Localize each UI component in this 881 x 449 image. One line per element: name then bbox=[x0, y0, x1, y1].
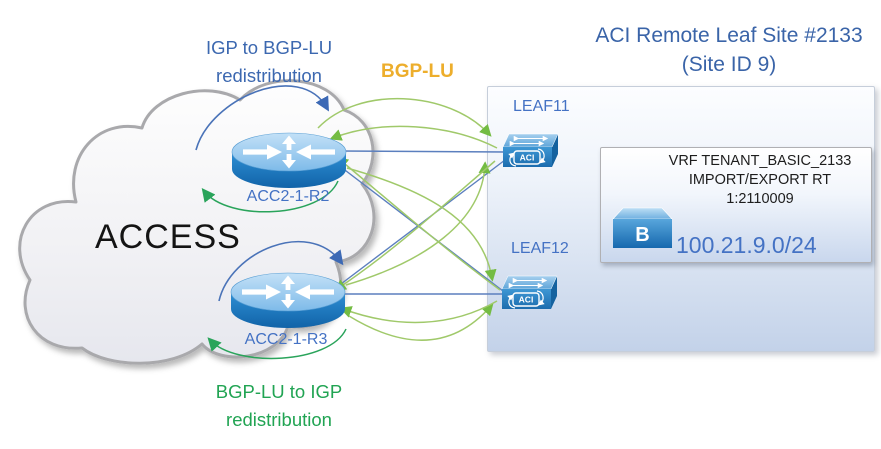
leaf11-icon: ACI bbox=[502, 133, 559, 167]
igp-redistribution-arrow-r2 bbox=[195, 85, 329, 151]
router-acc2-1-r2-icon bbox=[231, 132, 347, 188]
vrf-info-text: VRF TENANT_BASIC_2133 IMPORT/EXPORT RT 1… bbox=[668, 153, 852, 208]
bridge-domain-cube-icon: B bbox=[612, 207, 673, 248]
switch-top-arrows bbox=[508, 277, 548, 289]
bgp-redistribution-arrow-r2 bbox=[201, 180, 339, 213]
leaf11-label: LEAF11 bbox=[513, 98, 570, 115]
bgp-arc-leaf12-to-r3 bbox=[339, 300, 498, 324]
aci-badge: ACI bbox=[507, 290, 545, 309]
svg-text:ACI: ACI bbox=[520, 153, 535, 163]
router-arrows-glyph bbox=[242, 275, 334, 309]
router-arrows-glyph bbox=[243, 135, 335, 169]
igp-redistribution-arrow-r3 bbox=[218, 241, 344, 302]
site-title: ACI Remote Leaf Site #2133 (Site ID 9) bbox=[595, 24, 863, 77]
router-acc2-1-r2-label: ACC2-1-R2 bbox=[246, 188, 330, 205]
bgp-arc-leaf11-to-r3 bbox=[333, 160, 496, 292]
leaf12-icon: ACI bbox=[501, 275, 558, 309]
leaf12-label: LEAF12 bbox=[511, 240, 569, 257]
switch-top-arrows bbox=[509, 135, 549, 147]
bridge-domain-subnet: 100.21.9.0/24 bbox=[676, 232, 817, 258]
bgp-to-igp-redistribution-label: BGP-LU to IGP redistribution bbox=[215, 381, 343, 430]
bgp-redistribution-arrow-r3 bbox=[207, 328, 347, 360]
bgp-arc-r3-to-leaf12 bbox=[348, 303, 494, 341]
bgp-arc-r2-to-leaf11 bbox=[317, 97, 492, 137]
link-r3-leaf11 bbox=[336, 159, 506, 288]
aci-badge: ACI bbox=[508, 148, 546, 167]
access-cloud-label: ACCESS bbox=[95, 218, 241, 256]
bgp-arc-r3-to-leaf11 bbox=[345, 161, 491, 286]
igp-to-bgp-redistribution-label: IGP to BGP-LU redistribution bbox=[205, 37, 333, 86]
bgp-arc-leaf11-to-r2 bbox=[329, 125, 498, 149]
router-acc2-1-r3-label: ACC2-1-R3 bbox=[244, 331, 328, 348]
bgp-arc-r2-to-leaf12 bbox=[346, 167, 497, 282]
router-acc2-1-r3-icon bbox=[230, 272, 346, 328]
svg-text:ACI: ACI bbox=[519, 295, 534, 305]
link-r2-leaf11 bbox=[339, 150, 507, 153]
bgp-arc-leaf12-to-r2 bbox=[336, 156, 501, 291]
bgp-lu-label: BGP-LU bbox=[381, 61, 454, 82]
bridge-domain-label: B bbox=[635, 224, 649, 246]
